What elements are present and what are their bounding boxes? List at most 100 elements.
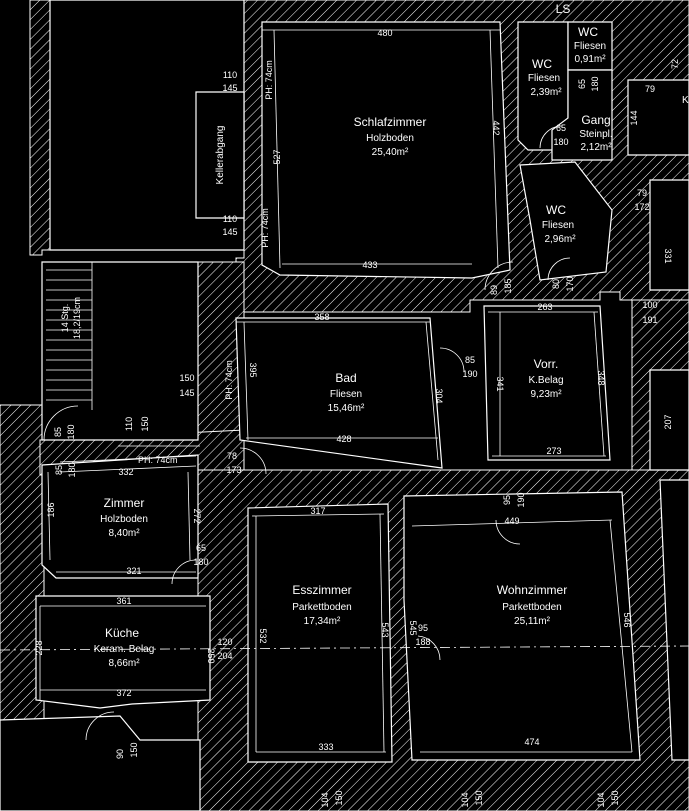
room-floor-vorr: K.Belag [528, 375, 563, 386]
dim-332: 332 [118, 467, 133, 477]
room-right-mid [649, 369, 689, 471]
room-floor-wc3: Fliesen [542, 220, 574, 231]
dim-190a: 190 [462, 369, 477, 379]
stair-steps [46, 262, 93, 410]
dim-372: 372 [116, 688, 131, 698]
dim-333: 333 [318, 742, 333, 752]
room-name-schlafzimmer: Schlafzimmer [354, 115, 427, 129]
dim-474: 474 [524, 737, 539, 747]
room-gang [551, 69, 613, 161]
room-kellerabgang [195, 91, 245, 219]
room-name-zimmer: Zimmer [104, 496, 145, 510]
dim-341: 341 [495, 376, 505, 391]
dim-449: 449 [504, 516, 519, 526]
room-floor-zimmer: Holzboden [100, 514, 148, 525]
dim-543: 543 [380, 622, 390, 637]
dim-173: 173 [226, 465, 241, 475]
room-wc3 [519, 161, 613, 281]
dim-180d: 180 [67, 462, 77, 477]
dim-361: 361 [116, 596, 131, 606]
kellerabgang-label: Kellerabgang [215, 126, 226, 185]
dimension-labels: 480 442 527 433 110 145 110 145 358 395 … [34, 28, 680, 808]
room-area-schlafzimmer: 25,40m² [372, 147, 409, 158]
room-area-zimmer: 8,40m² [108, 528, 140, 539]
stairs-steps-label: 14 Stg. [60, 304, 70, 333]
room-esszimmer [247, 503, 393, 763]
dim-85c: 85 [54, 465, 64, 475]
dim-348: 348 [596, 370, 606, 385]
wall-left-top [29, 0, 51, 256]
dim-532: 532 [258, 628, 268, 643]
room-area-wc2: 0,91m² [574, 54, 606, 65]
dim-545: 545 [408, 620, 418, 635]
dim-150d: 150 [334, 790, 344, 805]
room-floor-wohnzimmer: Parkettboden [502, 602, 562, 613]
dim-191: 191 [642, 315, 657, 325]
dim-145b: 145 [222, 227, 237, 237]
dim-104b: 104 [460, 792, 470, 807]
room-floor-bad: Fliesen [330, 389, 362, 400]
dim-331: 331 [663, 248, 673, 263]
dim-250: 250 [206, 648, 216, 663]
dim-428: 428 [336, 434, 351, 444]
room-area-wc1: 2,39m² [530, 87, 562, 98]
dim-104c: 104 [596, 792, 606, 807]
dim-321: 321 [126, 566, 141, 576]
dim-150e: 150 [474, 790, 484, 805]
ph-label-3: PH: 74cm [224, 360, 234, 400]
dim-172: 172 [634, 202, 649, 212]
ph-label-4: PH: 74cm [138, 455, 178, 465]
room-area-bad: 15,46m² [328, 403, 365, 414]
dim-79a: 79 [637, 188, 647, 198]
ls-label: LS [556, 2, 571, 16]
room-name-vorr: Vorr. [534, 357, 559, 371]
room-floor-gang: Steinpl. [579, 129, 612, 140]
dim-120: 120 [217, 637, 232, 647]
dim-433: 433 [362, 260, 377, 270]
room-name-wc3: WC [546, 203, 566, 217]
dim-204: 204 [217, 651, 232, 661]
stairs-rise-label: 18,2/19cm [72, 297, 82, 339]
dim-65a: 65 [577, 79, 587, 89]
ph-label-1: PH: 74cm [264, 60, 274, 100]
dim-95a: 95 [502, 495, 512, 505]
dim-110c: 110 [124, 417, 134, 431]
room-vorr [483, 305, 611, 461]
room-floor-wc1: Fliesen [528, 73, 560, 84]
dim-79b: 79 [645, 84, 655, 94]
dim-65b: 65 [556, 123, 566, 133]
dim-150b: 150 [140, 416, 150, 431]
room-area-wohnzimmer: 25,11m² [514, 616, 551, 627]
room-name-esszimmer: Esszimmer [292, 583, 351, 597]
dim-317: 317 [310, 506, 325, 516]
room-schlafzimmer [261, 21, 511, 279]
room-right-lower [659, 479, 689, 761]
room-wohnzimmer [403, 491, 641, 761]
dim-85b: 85 [53, 427, 63, 437]
room-bad [235, 317, 443, 469]
dim-395: 395 [248, 362, 258, 377]
k-label: K [682, 95, 689, 106]
dim-546: 546 [622, 612, 632, 627]
room-floor-kueche: Keram. Belag [94, 644, 155, 655]
dim-304: 304 [434, 388, 444, 403]
room-name-gang: Gang [581, 113, 610, 127]
room-area-esszimmer: 17,34m² [304, 616, 341, 627]
room-name-wc1: WC [532, 57, 552, 71]
dim-272: 272 [192, 508, 202, 523]
dim-150a: 150 [179, 373, 194, 383]
dim-442: 442 [491, 120, 501, 135]
dim-207: 207 [663, 414, 673, 429]
dim-95b: 95 [418, 623, 428, 633]
dim-150f: 150 [610, 790, 620, 805]
dim-80: 80 [551, 279, 561, 289]
dim-89: 89 [489, 285, 499, 295]
dim-228: 228 [34, 640, 44, 655]
dim-90: 90 [115, 749, 125, 759]
room-lower-left-outside [0, 715, 201, 811]
dim-145c: 145 [179, 388, 194, 398]
room-kueche [35, 595, 211, 709]
dimension-lines [39, 29, 633, 753]
